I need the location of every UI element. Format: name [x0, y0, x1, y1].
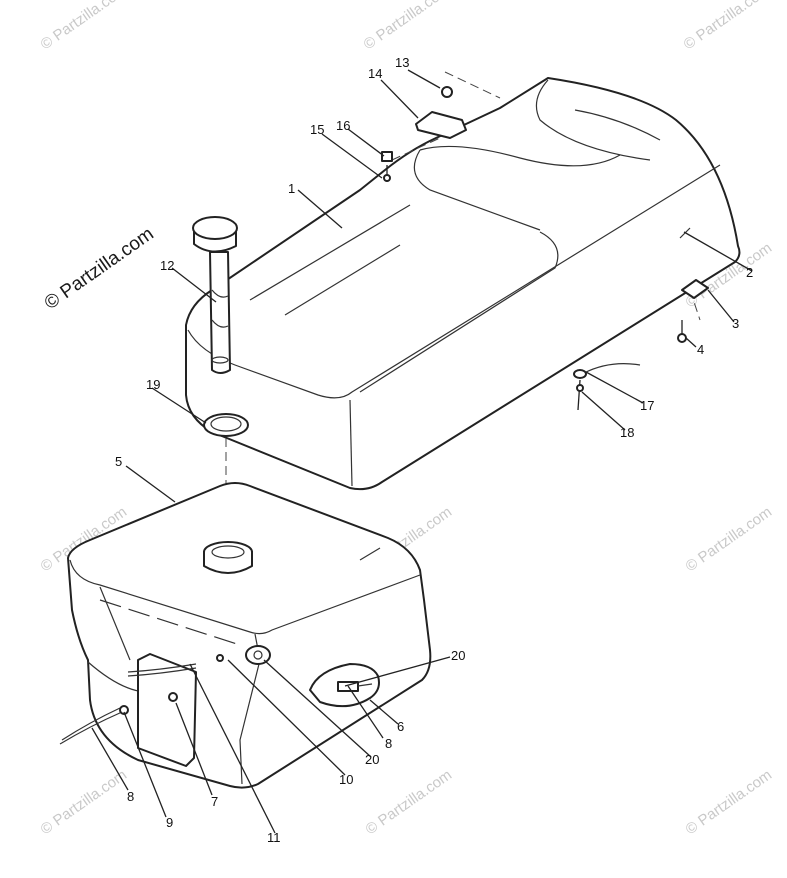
callout-14: 14: [368, 66, 382, 81]
callout-3: 3: [732, 316, 739, 331]
callout-17: 17: [640, 398, 654, 413]
callout-8a: 8: [127, 789, 134, 804]
watermark-main: © Partzilla.com: [41, 223, 158, 314]
callout-4: 4: [697, 342, 704, 357]
watermark-tile: © Partzilla.com: [363, 766, 456, 838]
watermark-tile: © Partzilla.com: [38, 0, 131, 53]
callout-9: 9: [166, 815, 173, 830]
hose-fittings: [59, 645, 271, 767]
callout-10: 10: [339, 772, 353, 787]
callout-1: 1: [288, 181, 295, 196]
callout-20b: 20: [365, 752, 379, 767]
callout-7: 7: [211, 794, 218, 809]
leader-lines: [91, 69, 753, 834]
callout-20a: 20: [451, 648, 465, 663]
callout-13: 13: [395, 55, 409, 70]
callout-18: 18: [620, 425, 634, 440]
fuel-tank-part-5: [67, 482, 432, 789]
watermark-tile: © Partzilla.com: [681, 0, 774, 53]
screw-part-15: [381, 151, 393, 182]
callout-19: 19: [146, 377, 160, 392]
callout-16: 16: [336, 118, 350, 133]
watermark-tile: © Partzilla.com: [683, 503, 776, 575]
callout-8b: 8: [385, 736, 392, 751]
callout-5: 5: [115, 454, 122, 469]
callouts: 1 2 3 4 5 6 7 8 8 9 10 11 12 13 14 15 16…: [115, 55, 753, 845]
hardware-parts-2-4: [677, 279, 709, 343]
callout-15: 15: [310, 122, 324, 137]
seat-part-1: [185, 71, 741, 491]
callout-6: 6: [397, 719, 404, 734]
watermark-tile: © Partzilla.com: [38, 766, 131, 838]
callout-12: 12: [160, 258, 174, 273]
callout-11: 11: [267, 830, 281, 845]
filler-cap-part-12: [192, 216, 238, 374]
watermark-tile: © Partzilla.com: [361, 0, 454, 53]
cable-part-17: [573, 363, 641, 411]
watermark-tile: © Partzilla.com: [683, 766, 776, 838]
bracket-part-14: [415, 86, 467, 139]
callout-2: 2: [746, 265, 753, 280]
